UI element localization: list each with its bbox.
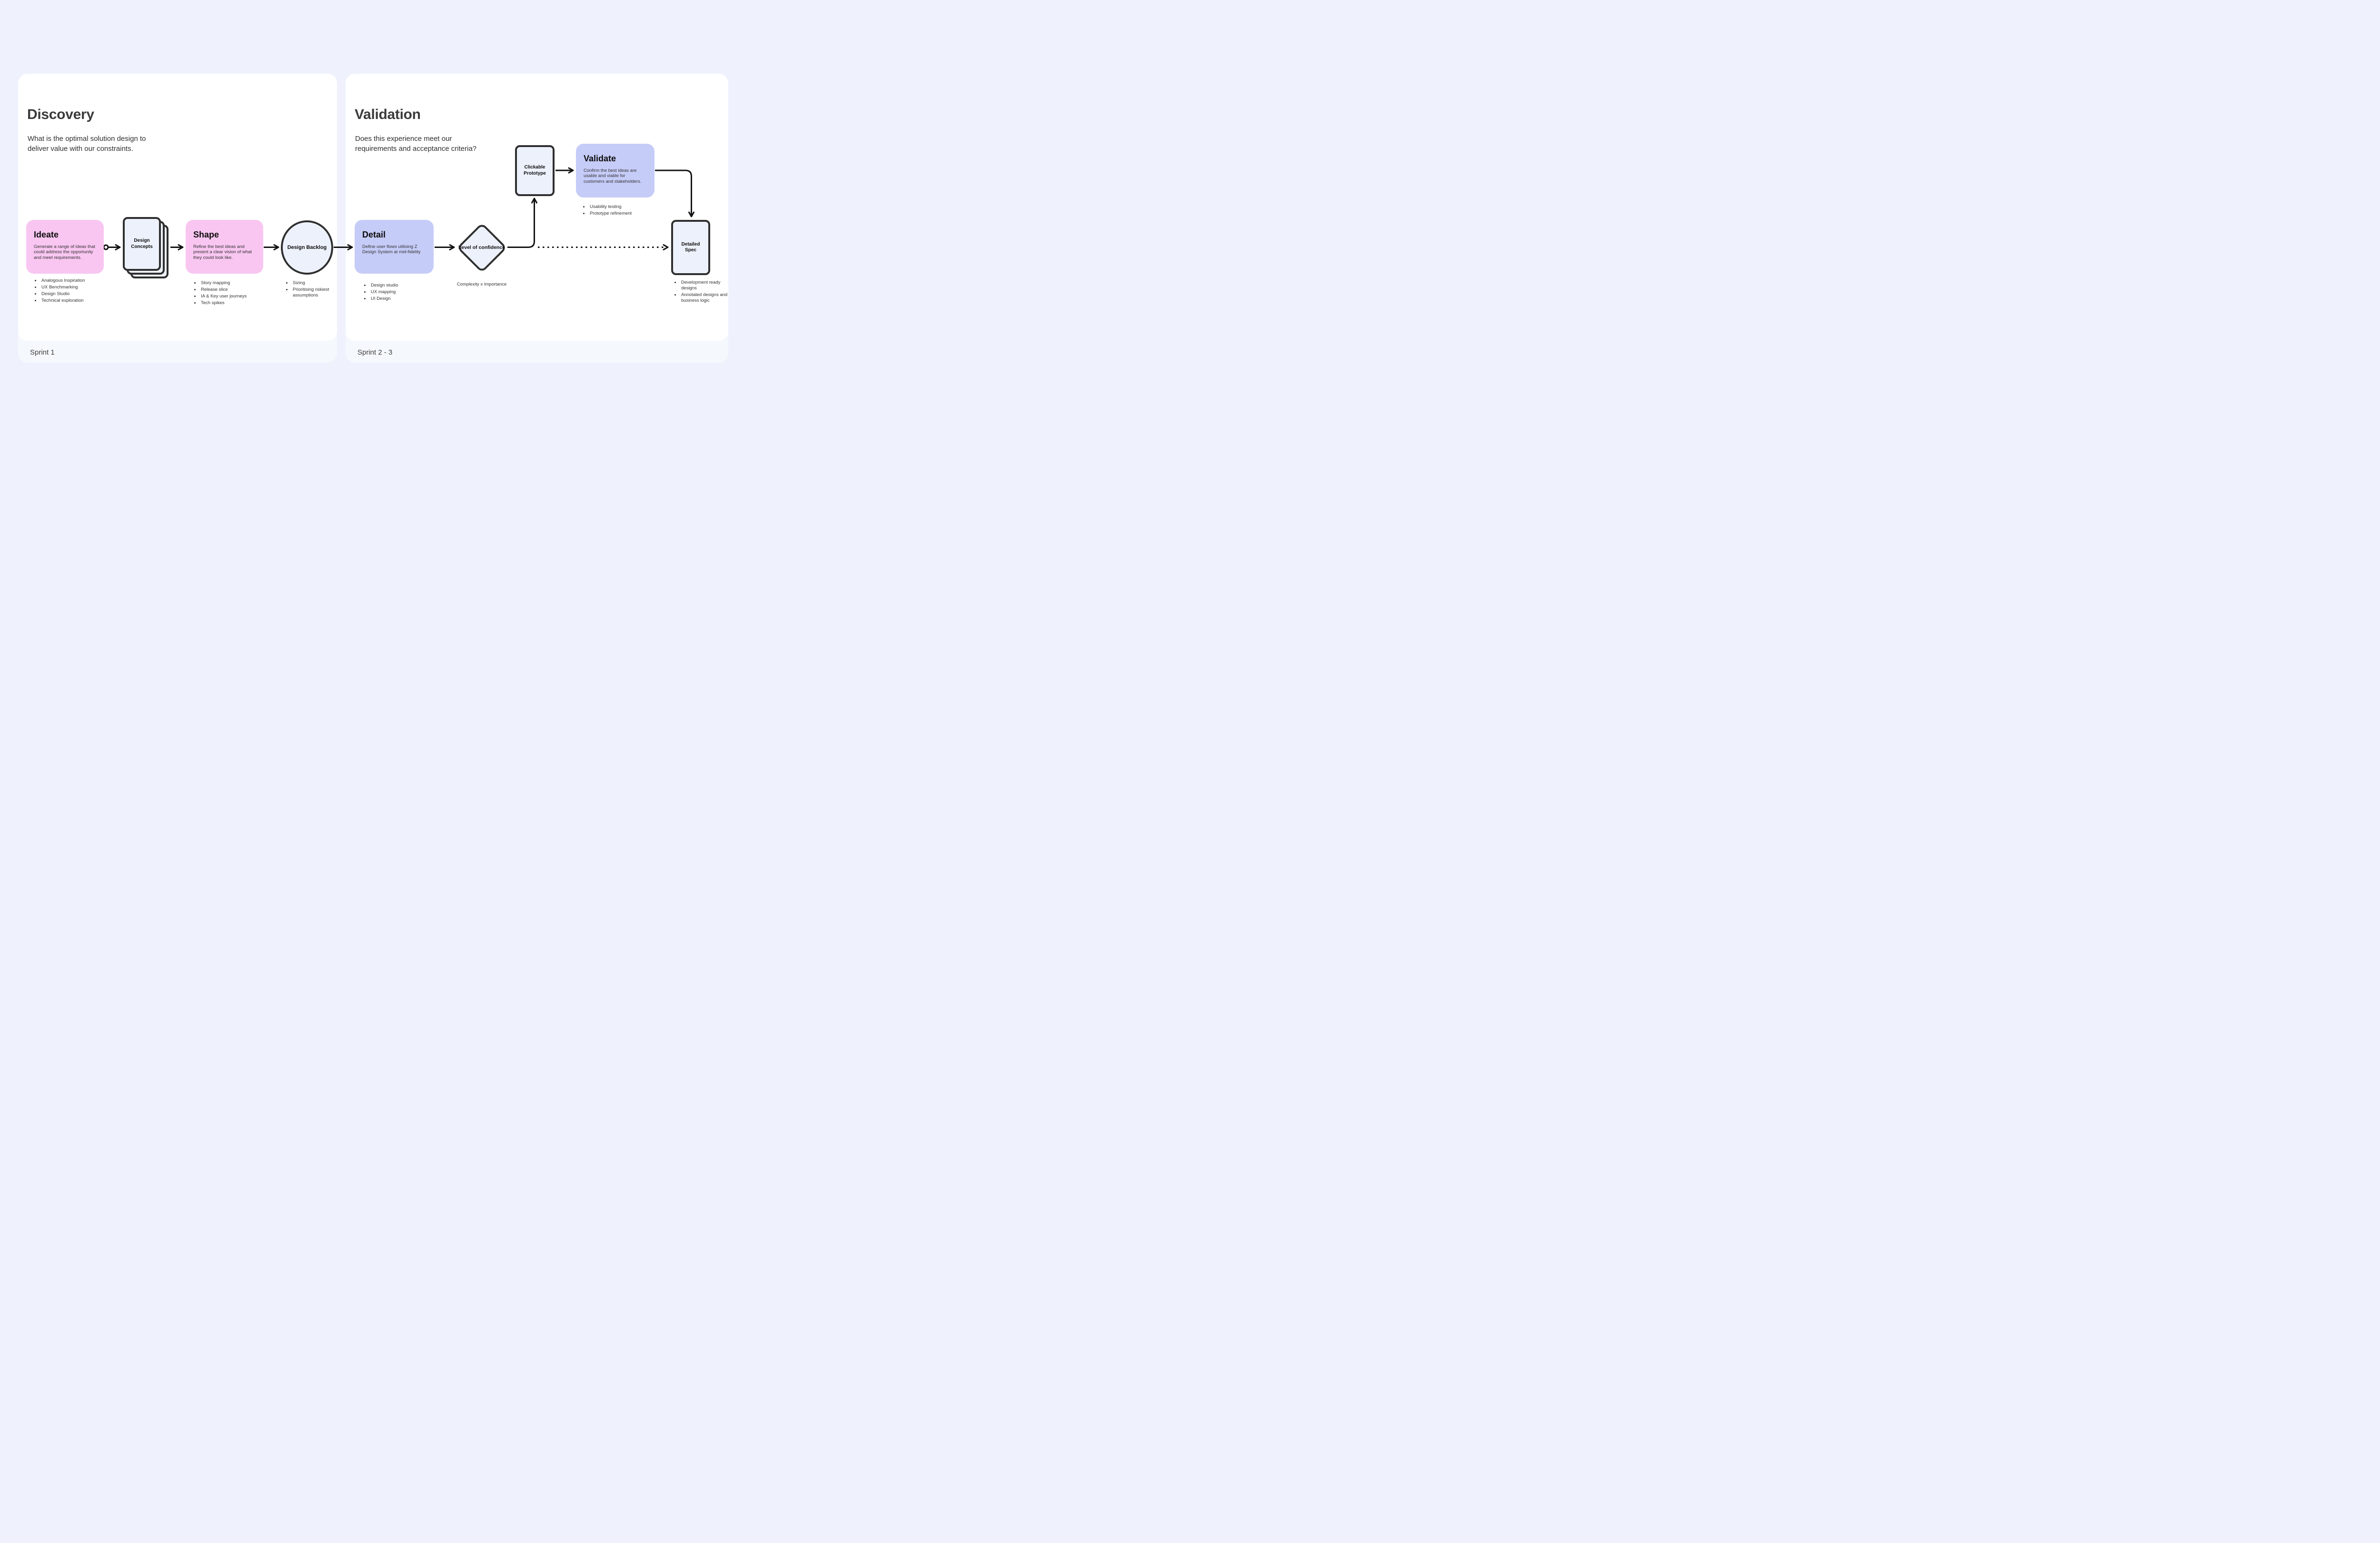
validation-title: Validation <box>355 107 421 122</box>
ideate-bullet-list: Analogous Inspiration UX Benchmarking De… <box>34 278 109 305</box>
validation-subtitle: Does this experience meet our requiremen… <box>355 135 477 153</box>
detail-bullet-list: Design studio UX mapping UI Design <box>364 283 427 303</box>
detail-title: Detail <box>362 230 386 239</box>
detailed-spec-label: Detailed Spec <box>681 241 700 253</box>
validate-title: Validate <box>584 154 616 163</box>
ideate-node[interactable]: Ideate Generate a range of ideas that co… <box>26 220 104 274</box>
detailed-spec-node[interactable]: Detailed Spec <box>671 220 710 275</box>
list-item: Technical exploration <box>40 298 109 304</box>
validate-description: Confirm the best ideas are usable and vi… <box>584 168 642 184</box>
confidence-caption: Complexity x Importance <box>456 282 507 287</box>
shape-bullet-list: Story mapping Release slice IA & Key use… <box>194 280 262 307</box>
shape-description: Refine the best ideas and present a clea… <box>193 244 252 260</box>
list-item: Sizing <box>292 280 342 286</box>
list-item: Annotated designs and business logic <box>680 292 732 304</box>
clickable-prototype-label: Clickable Prototype <box>524 165 546 176</box>
discovery-sprint-label: Sprint 1 <box>30 348 55 356</box>
ideate-title: Ideate <box>34 230 59 239</box>
clickable-prototype-node[interactable]: Clickable Prototype <box>515 145 555 196</box>
list-item: Analogous Inspiration <box>40 278 109 284</box>
detail-node[interactable]: Detail Define user flows utilising Z Des… <box>355 220 434 274</box>
design-backlog-bullet-list: Sizing Prioritising riskiest assumptions <box>286 280 342 299</box>
list-item: Design Studio <box>40 291 109 297</box>
list-item: UI Design <box>370 296 427 302</box>
discovery-panel: Sprint 1 <box>18 74 337 363</box>
whiteboard-canvas: Sprint 1 Sprint 2 - 3 Discovery What is … <box>0 0 746 420</box>
design-concepts-node[interactable]: Design Concepts <box>123 217 161 271</box>
shape-node[interactable]: Shape Refine the best ideas and present … <box>186 220 263 274</box>
list-item: Design studio <box>370 283 427 288</box>
design-concepts-label: Design Concepts <box>131 238 153 249</box>
ideate-description: Generate a range of ideas that could add… <box>34 244 95 260</box>
validation-sprint-label: Sprint 2 - 3 <box>357 348 393 356</box>
discovery-title: Discovery <box>27 107 94 122</box>
list-item: Tech spikes <box>200 300 262 306</box>
design-backlog-label: Design Backlog <box>287 245 327 250</box>
list-item: Release slice <box>200 287 262 293</box>
list-item: Prototype refinement <box>589 211 655 217</box>
list-item: Development ready designs <box>680 280 732 291</box>
list-item: Prioritising riskiest assumptions <box>292 287 342 298</box>
validate-bullet-list: Usability testing Prototype refinement <box>583 204 655 218</box>
level-of-confidence-label: Level of confidence <box>458 245 506 250</box>
validate-node[interactable]: Validate Confirm the best ideas are usab… <box>576 144 654 198</box>
discovery-panel-surface <box>18 74 337 341</box>
list-item: IA & Key user journeys <box>200 294 262 299</box>
list-item: UX Benchmarking <box>40 285 109 290</box>
list-item: Story mapping <box>200 280 262 286</box>
detailed-spec-bullet-list: Development ready designs Annotated desi… <box>674 280 732 305</box>
discovery-subtitle: What is the optimal solution design to d… <box>28 135 146 153</box>
shape-title: Shape <box>193 230 219 239</box>
list-item: UX mapping <box>370 289 427 295</box>
detail-description: Define user flows utilising Z Design Sys… <box>362 244 421 255</box>
list-item: Usability testing <box>589 204 655 210</box>
design-backlog-node[interactable]: Design Backlog <box>281 220 333 275</box>
